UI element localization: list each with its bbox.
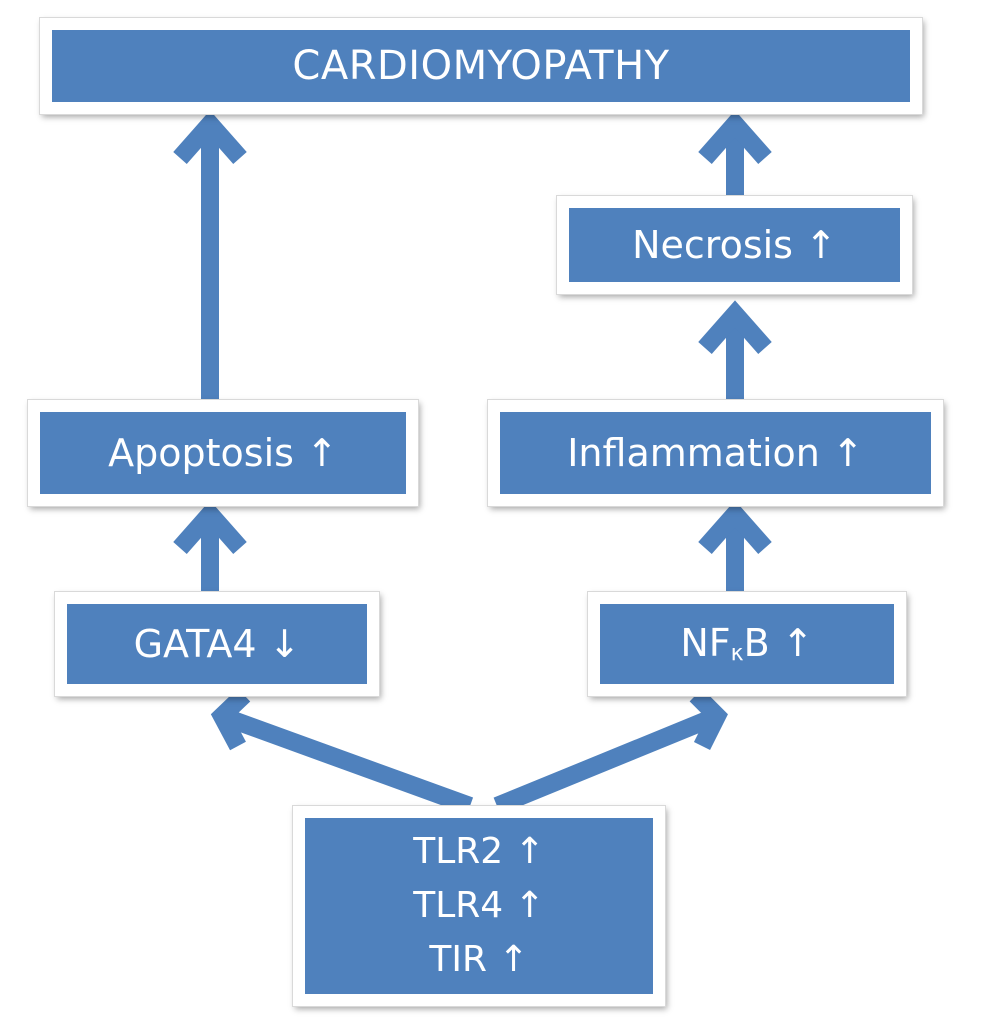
node-apoptosis: Apoptosis ↑ bbox=[28, 400, 418, 506]
arrow-nfkb-to-inflammation bbox=[698, 500, 772, 592]
node-inflammation-label: Inflammation ↑ bbox=[567, 431, 864, 475]
node-necrosis: Necrosis ↑ bbox=[557, 196, 912, 294]
node-tlr4-label: TLR4 ↑ bbox=[413, 885, 545, 926]
arrow-necrosis-to-cardiomyopathy bbox=[698, 110, 772, 196]
node-cardiomyopathy-label: CARDIOMYOPATHY bbox=[292, 43, 670, 89]
node-cardiomyopathy: CARDIOMYOPATHY bbox=[40, 18, 922, 114]
node-apoptosis-label: Apoptosis ↑ bbox=[108, 431, 338, 475]
node-tlr2-label: TLR2 ↑ bbox=[413, 831, 545, 872]
arrow-tlr-to-gata4 bbox=[210, 688, 474, 815]
arrow-gata4-to-apoptosis bbox=[173, 500, 247, 592]
node-necrosis-label: Necrosis ↑ bbox=[632, 223, 837, 267]
nfkb-kappa-subscript: κ bbox=[730, 640, 744, 666]
arrow-tlr-to-nfkb bbox=[493, 688, 728, 815]
node-gata4: GATA4 ↓ bbox=[55, 592, 379, 696]
node-gata4-label: GATA4 ↓ bbox=[133, 622, 301, 666]
node-tlr: TLR2 ↑ TLR4 ↑ TIR ↑ bbox=[293, 806, 665, 1006]
nfkb-suffix: B ↑ bbox=[743, 620, 814, 665]
node-nfkb-label: NFκB ↑ bbox=[680, 624, 813, 665]
node-tir-label: TIR ↑ bbox=[429, 939, 529, 980]
node-inflammation: Inflammation ↑ bbox=[488, 400, 943, 506]
node-nfkb: NFκB ↑ bbox=[588, 592, 906, 696]
arrow-apoptosis-to-cardiomyopathy bbox=[173, 110, 247, 400]
nfkb-prefix: NF bbox=[680, 620, 731, 665]
arrow-inflammation-to-necrosis bbox=[698, 300, 772, 400]
